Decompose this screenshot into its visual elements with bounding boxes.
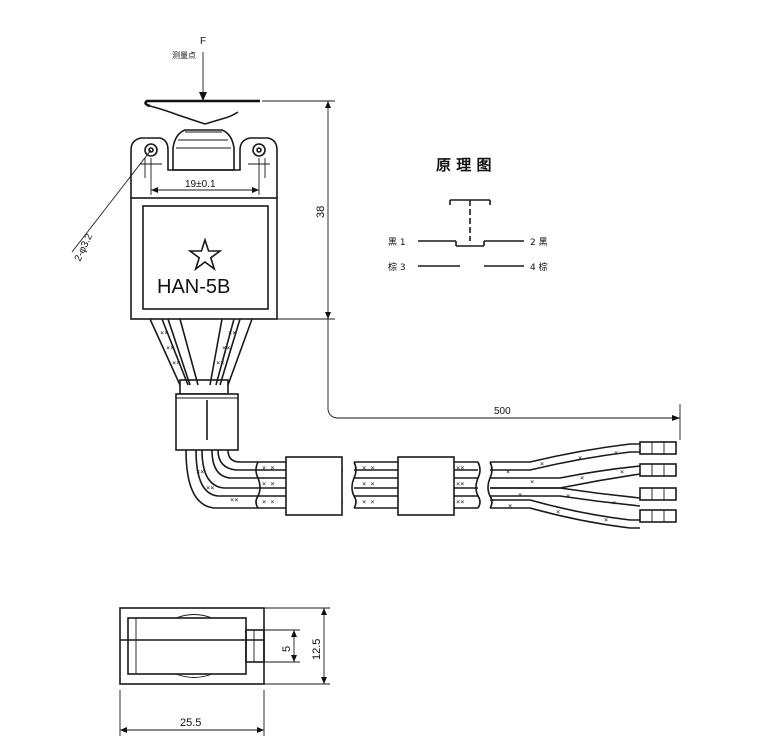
svg-text:×: × <box>508 502 512 510</box>
dim-width: 19±0.1 <box>150 158 260 195</box>
force-arrow: F 测量点 <box>172 36 207 101</box>
dim-small: 5 <box>264 629 300 663</box>
dim-width-label: 19±0.1 <box>185 179 216 190</box>
svg-text:××: ×× <box>160 329 168 337</box>
dim-bottom-width: 25.5 <box>119 690 265 736</box>
svg-text:××: ×× <box>230 496 238 504</box>
wire-bend: ×× ×× ×× <box>185 449 258 509</box>
svg-text:××: ×× <box>196 468 204 476</box>
terminals <box>639 441 677 523</box>
svg-text:× ×: × × <box>362 480 375 488</box>
svg-text:× ×: × × <box>362 498 375 506</box>
svg-text:×: × <box>604 516 608 524</box>
model-label: HAN-5B <box>157 276 230 298</box>
dim-small-label: 5 <box>281 646 293 652</box>
force-label: F <box>200 36 206 47</box>
svg-text:×: × <box>540 460 544 468</box>
dim-bottom-height: 12.5 <box>264 607 330 685</box>
svg-text:× ×: × × <box>262 498 275 506</box>
bottom-view <box>119 607 265 685</box>
svg-text:×: × <box>556 508 560 516</box>
svg-text:××: ×× <box>172 359 180 367</box>
measure-point-label: 测量点 <box>172 51 196 60</box>
sleeve-vertical <box>175 393 239 451</box>
svg-text:×: × <box>620 468 624 476</box>
svg-text:×: × <box>530 478 534 486</box>
dim-hole: 2-φ3.2 <box>71 149 152 264</box>
svg-text:××: ×× <box>456 464 464 472</box>
svg-text:×: × <box>614 449 618 457</box>
dim-cable-length: 500 <box>327 319 681 440</box>
svg-text:× ×: × × <box>262 480 275 488</box>
svg-text:××: ×× <box>206 484 214 492</box>
pin2-label: 2 黑 <box>530 237 548 248</box>
svg-text:×: × <box>566 492 570 500</box>
wire-fan: ×× ×× ×× ×× ×× ×× <box>149 318 253 395</box>
dim-hole-label: 2-φ3.2 <box>73 232 96 264</box>
svg-text:×: × <box>612 499 616 507</box>
pin1-label: 黑 1 <box>388 237 406 248</box>
svg-text:××: ×× <box>166 344 174 352</box>
svg-text:××: ×× <box>456 480 464 488</box>
wire-fanout: × × × × × × × × × × × × × <box>490 443 641 529</box>
svg-text:××: ×× <box>228 329 236 337</box>
svg-text:×: × <box>518 491 522 499</box>
dim-bottom-width-label: 25.5 <box>180 717 201 729</box>
svg-text:× ×: × × <box>262 464 275 472</box>
pin4-label: 4 棕 <box>530 261 548 273</box>
cable-horizontal: × × × × × × × × × × × × ×× ×× ×× <box>255 456 493 516</box>
svg-text:××: ×× <box>222 344 230 352</box>
svg-text:×: × <box>506 468 510 476</box>
svg-text:×: × <box>578 454 582 462</box>
svg-text:×: × <box>580 474 584 482</box>
dim-height-label: 38 <box>315 206 327 218</box>
schematic: 原 理 图 黑 1 2 黑 棕 3 4 棕 <box>388 156 548 273</box>
dim-height: 38 <box>262 100 335 320</box>
schematic-title: 原 理 图 <box>436 156 491 174</box>
svg-text:××: ×× <box>456 498 464 506</box>
dim-bottom-height-label: 12.5 <box>311 639 323 660</box>
dim-cable-label: 500 <box>494 406 511 417</box>
switch-body: HAN-5B <box>130 99 278 320</box>
pin3-label: 棕 3 <box>388 261 406 273</box>
svg-text:××: ×× <box>216 359 224 367</box>
svg-text:× ×: × × <box>362 464 375 472</box>
